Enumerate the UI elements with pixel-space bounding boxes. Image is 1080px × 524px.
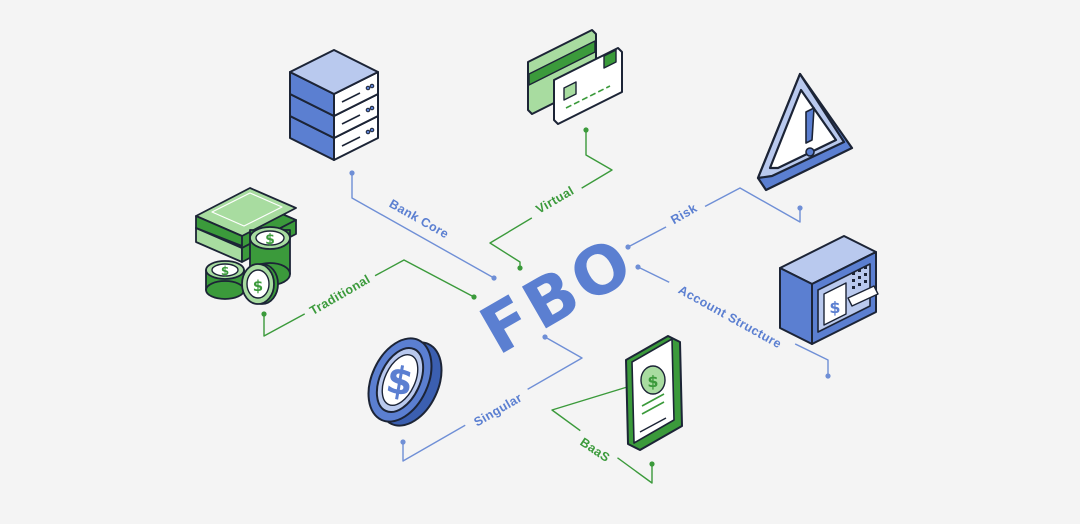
svg-text:$: $: [253, 277, 263, 295]
svg-text:$: $: [829, 298, 840, 317]
connector-dot-baas-end: [649, 461, 654, 466]
mobile-phone-icon: $: [626, 336, 682, 450]
center-fbo-text: FBO: [468, 221, 648, 369]
svg-text:$: $: [221, 264, 229, 278]
cash-and-coins-icon: $ $ $: [196, 188, 296, 304]
warning-triangle-icon: [758, 74, 852, 190]
label-bank-core: Bank Core: [387, 197, 451, 242]
svg-text:$: $: [647, 372, 658, 391]
connector-dot-risk-end: [797, 205, 802, 210]
label-traditional: Traditional: [307, 272, 373, 318]
label-account-structure: Account Structure: [676, 283, 784, 351]
label-singular: Singular: [471, 391, 524, 430]
connector-dot-singular-end: [400, 439, 405, 444]
connector-dot-risk: [625, 244, 630, 249]
credit-cards-icon: [528, 30, 622, 124]
connector-dot-virtual-end: [517, 265, 522, 270]
connector-dot-traditional-end: [261, 311, 266, 316]
connector-dot-account-structure-end: [825, 373, 830, 378]
connector-dot-bank-core: [349, 170, 354, 175]
safe-vault-icon: $: [780, 236, 878, 344]
dollar-coin-icon: $: [356, 328, 454, 435]
connector-risk: [628, 188, 800, 247]
connector-dot-bank-core-end: [491, 275, 496, 280]
svg-text:$: $: [265, 232, 275, 248]
connector-dot-virtual: [583, 127, 588, 132]
server-stack-icon: [290, 50, 378, 160]
